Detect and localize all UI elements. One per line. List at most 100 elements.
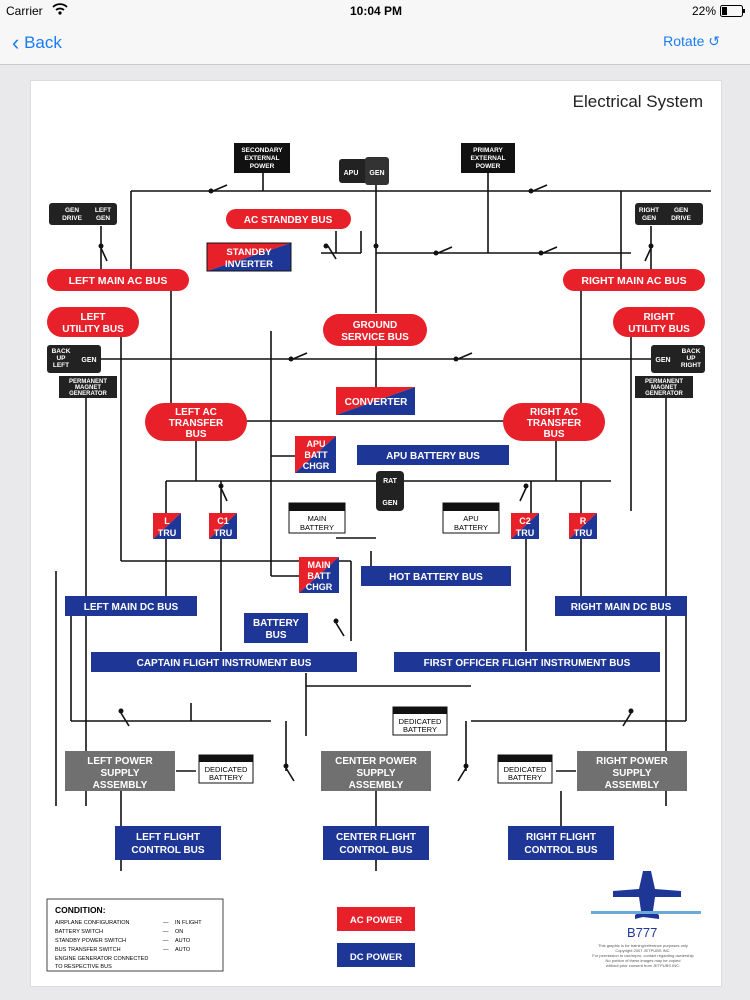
svg-text:B777: B777	[627, 925, 657, 940]
backup-right-generator: GEN BACK UP RIGHT	[651, 345, 705, 373]
svg-text:EXTERNAL: EXTERNAL	[244, 155, 279, 162]
left-dedicated-battery: DEDICATED BATTERY	[198, 754, 254, 784]
svg-text:PERMANENT: PERMANENT	[69, 379, 107, 385]
svg-text:DRIVE: DRIVE	[62, 215, 83, 222]
svg-text:POWER: POWER	[476, 163, 501, 170]
svg-text:TRU: TRU	[158, 528, 177, 538]
svg-text:UP: UP	[56, 355, 66, 362]
svg-text:BACK: BACK	[682, 348, 701, 355]
ac-standby-bus: AC STANDBY BUS	[226, 209, 351, 229]
svg-text:BATTERY: BATTERY	[209, 773, 243, 782]
svg-text:GROUND: GROUND	[353, 320, 397, 331]
right-ac-transfer-bus: RIGHT AC TRANSFER BUS	[503, 403, 605, 441]
svg-text:RIGHT: RIGHT	[639, 207, 659, 214]
svg-text:SUPPLY: SUPPLY	[356, 768, 395, 779]
svg-text:BATTERY: BATTERY	[403, 725, 437, 734]
svg-text:BATTERY: BATTERY	[300, 523, 334, 532]
svg-text:Copyright 2007 JETPUBS INC.: Copyright 2007 JETPUBS INC.	[615, 948, 670, 953]
svg-text:BACK: BACK	[52, 348, 71, 355]
svg-text:SECONDARY: SECONDARY	[241, 147, 283, 154]
legend-dc-power: DC POWER	[337, 943, 415, 967]
standby-inverter: STANDBY INVERTER	[206, 242, 292, 272]
svg-text:No portion of these images may: No portion of these images may be copied	[606, 958, 681, 963]
svg-text:LEFT: LEFT	[53, 362, 69, 369]
svg-text:HOT BATTERY BUS: HOT BATTERY BUS	[389, 572, 483, 583]
first-officer-flight-instrument-bus: FIRST OFFICER FLIGHT INSTRUMENT BUS	[394, 652, 660, 672]
c1-tru: C1 TRU	[209, 513, 237, 539]
svg-text:INVERTER: INVERTER	[225, 259, 273, 270]
svg-text:RAT: RAT	[383, 478, 398, 485]
back-button[interactable]: ‹ Back	[12, 30, 62, 56]
left-utility-bus: LEFT UTILITY BUS	[47, 307, 139, 337]
svg-text:—: —	[163, 929, 169, 935]
ground-service-bus: GROUND SERVICE BUS	[323, 314, 427, 346]
svg-text:POWER: POWER	[250, 163, 275, 170]
svg-text:BATTERY: BATTERY	[508, 773, 542, 782]
main-battery: MAIN BATTERY	[288, 502, 346, 534]
right-permanent-magnet-generator: PERMANENT MAGNET GENERATOR	[635, 376, 693, 398]
svg-text:LEFT: LEFT	[81, 312, 106, 323]
svg-text:MAGNET: MAGNET	[651, 385, 677, 391]
center-power-supply-assembly: CENTER POWER SUPPLY ASSEMBLY	[321, 751, 431, 791]
svg-text:GEN: GEN	[369, 170, 384, 177]
battery-icon	[720, 5, 746, 20]
apu-battery-bus: APU BATTERY BUS	[357, 445, 509, 465]
svg-text:MAIN: MAIN	[308, 514, 327, 523]
svg-text:CAPTAIN FLIGHT INSTRUMENT BUS: CAPTAIN FLIGHT INSTRUMENT BUS	[137, 658, 312, 669]
svg-text:This graphic is for training/r: This graphic is for training/reference p…	[598, 943, 688, 948]
svg-text:GEN: GEN	[65, 207, 79, 214]
svg-text:RIGHT FLIGHT: RIGHT FLIGHT	[526, 832, 596, 843]
main-battery-charger: MAIN BATT CHGR	[299, 557, 339, 593]
breaker-switches	[98, 184, 654, 782]
svg-text:BUS TRANSFER SWITCH: BUS TRANSFER SWITCH	[55, 947, 121, 953]
carrier-label: Carrier	[6, 4, 43, 18]
svg-text:ASSEMBLY: ASSEMBLY	[349, 780, 404, 791]
svg-text:UTILITY BUS: UTILITY BUS	[628, 324, 690, 335]
legend-ac-power: AC POWER	[337, 907, 415, 931]
svg-text:LEFT POWER: LEFT POWER	[87, 756, 153, 767]
svg-text:ASSEMBLY: ASSEMBLY	[93, 780, 148, 791]
battery-percent: 22%	[692, 4, 717, 18]
svg-text:MAIN: MAIN	[308, 560, 331, 570]
svg-text:—: —	[163, 920, 169, 926]
rotate-button[interactable]: Rotate ↺	[663, 33, 720, 49]
svg-text:AUTO: AUTO	[175, 947, 191, 953]
svg-text:CHGR: CHGR	[306, 582, 333, 592]
svg-text:GEN: GEN	[655, 357, 670, 364]
left-flight-control-bus: LEFT FLIGHT CONTROL BUS	[115, 826, 221, 860]
svg-text:RIGHT AC: RIGHT AC	[530, 407, 578, 418]
svg-text:MAGNET: MAGNET	[75, 385, 101, 391]
svg-text:RIGHT MAIN AC BUS: RIGHT MAIN AC BUS	[581, 275, 686, 287]
svg-text:LEFT FLIGHT: LEFT FLIGHT	[136, 832, 200, 843]
svg-text:LEFT MAIN DC BUS: LEFT MAIN DC BUS	[84, 602, 179, 613]
clock: 10:04 PM	[350, 4, 403, 18]
svg-text:—: —	[163, 947, 169, 953]
status-bar: Carrier 10:04 PM 22%	[0, 0, 750, 22]
condition-box: CONDITION: AIRPLANE CONFIGURATION — IN F…	[46, 898, 224, 972]
svg-text:BATT: BATT	[304, 450, 328, 460]
svg-text:DEDICATED: DEDICATED	[399, 717, 442, 726]
right-main-ac-bus: RIGHT MAIN AC BUS	[563, 269, 705, 291]
ram-air-turbine-generator: RAT GEN	[376, 471, 404, 511]
svg-text:SUPPLY: SUPPLY	[612, 768, 651, 779]
svg-text:GEN: GEN	[382, 500, 397, 507]
svg-text:UP: UP	[686, 355, 696, 362]
svg-text:GEN: GEN	[96, 215, 110, 222]
svg-text:PRIMARY: PRIMARY	[473, 147, 503, 154]
left-tru: L TRU	[153, 513, 181, 539]
svg-text:CONTROL BUS: CONTROL BUS	[131, 845, 204, 856]
left-main-dc-bus: LEFT MAIN DC BUS	[65, 596, 197, 616]
svg-text:CHGR: CHGR	[303, 461, 330, 471]
svg-text:APU: APU	[306, 439, 325, 449]
apu-generator: APU GEN	[339, 157, 389, 185]
svg-text:SUPPLY: SUPPLY	[100, 768, 139, 779]
svg-text:APU: APU	[344, 170, 359, 177]
hot-battery-bus: HOT BATTERY BUS	[361, 566, 511, 586]
wifi-icon	[52, 2, 68, 19]
svg-text:TRU: TRU	[214, 528, 233, 538]
right-power-supply-assembly: RIGHT POWER SUPPLY ASSEMBLY	[577, 751, 687, 791]
chevron-left-icon: ‹	[12, 30, 20, 55]
svg-text:RIGHT MAIN DC BUS: RIGHT MAIN DC BUS	[571, 602, 672, 613]
svg-text:PERMANENT: PERMANENT	[645, 379, 683, 385]
svg-text:L: L	[164, 516, 170, 526]
